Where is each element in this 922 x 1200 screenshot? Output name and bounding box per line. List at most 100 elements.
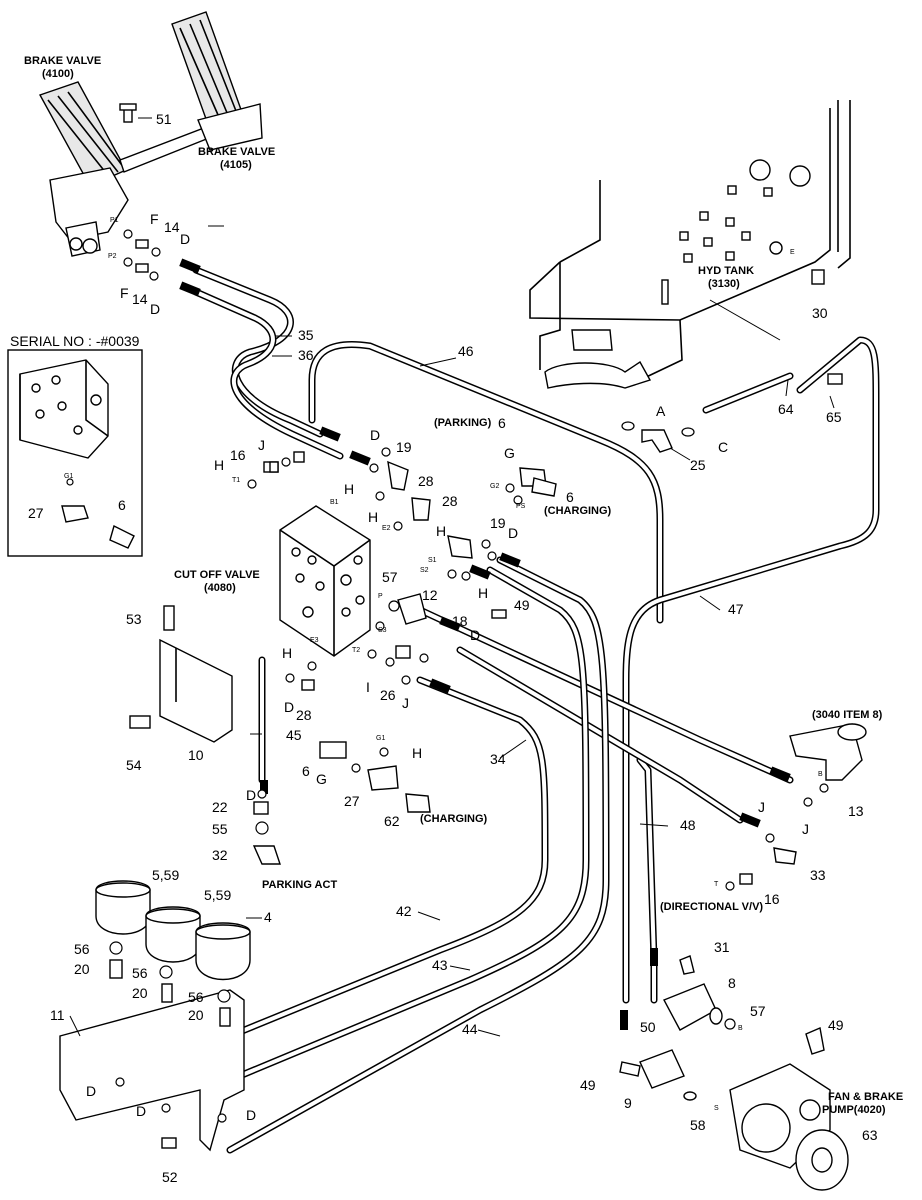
part-63: 63: [862, 1127, 878, 1143]
part-27-b: 27: [344, 793, 360, 809]
letter-j-4: J: [802, 821, 809, 837]
part-56-b: 56: [132, 965, 148, 981]
part-14-a: 14: [164, 219, 180, 235]
letter-g-1: G: [504, 445, 515, 461]
leader-lines: [69, 225, 835, 1037]
letter-h-4: H: [436, 523, 446, 539]
part-8: 8: [728, 975, 736, 991]
part-14-b: 14: [132, 291, 148, 307]
letter-d-1: D: [180, 231, 190, 247]
parking-act-label: PARKING ACT: [262, 879, 337, 891]
letter-h-5: H: [478, 585, 488, 601]
part-11: 11: [50, 1007, 65, 1023]
part-numbers: 51 14 14 35 36 46 30 64 65 25 6 6 6 6 19…: [28, 111, 878, 1185]
part-57-a: 57: [382, 569, 398, 585]
letter-h-6: H: [282, 645, 292, 661]
letter-f-2: F: [120, 285, 129, 301]
part-51: 51: [156, 111, 172, 127]
pipes: [192, 266, 880, 1154]
port-e3: E3: [310, 637, 319, 644]
port-p2: P2: [108, 253, 117, 260]
letter-c: C: [718, 439, 728, 455]
port-ps: PS: [516, 503, 526, 510]
port-s3: S3: [378, 627, 387, 634]
letter-d-7: D: [246, 787, 256, 803]
diagram-labels: BRAKE VALVE (4100) BRAKE VALVE (4105) SE…: [10, 55, 903, 1116]
hose-crimps: [179, 258, 791, 1030]
letter-d-10: D: [246, 1107, 256, 1123]
part-50: 50: [640, 1019, 656, 1035]
fan-brake-pump-number: PUMP(4020): [822, 1104, 886, 1116]
part-48: 48: [680, 817, 696, 833]
part-55: 55: [212, 821, 228, 837]
part-20-a: 20: [74, 961, 90, 977]
letter-f-1: F: [150, 211, 159, 227]
port-tags: P1 P2 T1 B1 E2 E3 G2 PS S1 S2 S3 P T2 G1…: [64, 217, 823, 1112]
part-6-a: 6: [498, 415, 506, 431]
elbow-3040-item-8: [789, 723, 867, 781]
letter-h-1: H: [214, 457, 224, 473]
port-g1: G1: [376, 735, 385, 742]
part-5-59-b: 5,59: [204, 887, 231, 903]
part-12: 12: [422, 587, 438, 603]
part-46: 46: [458, 343, 474, 359]
part-31: 31: [714, 939, 730, 955]
part-25: 25: [690, 457, 706, 473]
brake-valve-4105-label: BRAKE VALVE: [198, 146, 275, 158]
part-9: 9: [624, 1095, 632, 1111]
cut-off-valve-label: CUT OFF VALVE: [174, 569, 260, 581]
letter-i: I: [366, 679, 370, 695]
part-28-a: 28: [418, 473, 434, 489]
port-s1: S1: [428, 557, 437, 564]
serial-no-inset: [7, 349, 143, 557]
hydraulic-tank: [529, 100, 851, 389]
brake-valve-4100-number: (4100): [42, 68, 74, 80]
port-b-pump: B: [738, 1025, 743, 1032]
part-42: 42: [396, 903, 412, 919]
part-28-c: 28: [296, 707, 312, 723]
part-6-b: 6: [566, 489, 574, 505]
port-t1: T1: [232, 477, 240, 484]
letter-h-7: H: [412, 745, 422, 761]
brake-valve-4100-label: BRAKE VALVE: [24, 55, 101, 67]
port-b-elbow: B: [818, 771, 823, 778]
part-57-b: 57: [750, 1003, 766, 1019]
parking-label: (PARKING): [434, 417, 492, 429]
port-s2: S2: [420, 567, 429, 574]
port-e2: E2: [382, 525, 391, 532]
cut-off-valve-number: (4080): [204, 582, 236, 594]
hyd-tank-label: HYD TANK: [698, 265, 754, 277]
letter-d-6: D: [284, 699, 294, 715]
part-28-b: 28: [442, 493, 458, 509]
port-e: E: [790, 249, 795, 256]
letter-h-2: H: [344, 481, 354, 497]
part-47: 47: [728, 601, 744, 617]
fan-brake-pump-label: FAN & BRAKE: [828, 1091, 903, 1103]
accumulators: [95, 880, 251, 981]
letter-h-3: H: [368, 509, 378, 525]
letter-a: A: [656, 403, 666, 419]
port-p1: P1: [110, 217, 119, 224]
letter-d-8: D: [86, 1083, 96, 1099]
part-49-b: 49: [828, 1017, 844, 1033]
item-3040-label: (3040 ITEM 8): [812, 709, 883, 721]
part-33: 33: [810, 867, 826, 883]
part-62: 62: [384, 813, 400, 829]
part-45: 45: [286, 727, 302, 743]
port-b1: B1: [330, 499, 339, 506]
part-44: 44: [462, 1021, 478, 1037]
directional-vv-label: (DIRECTIONAL V/V): [660, 901, 763, 913]
letter-j-2: J: [402, 695, 409, 711]
part-27-a: 27: [28, 505, 44, 521]
part-49-c: 49: [580, 1077, 596, 1093]
port-t: T: [714, 881, 719, 888]
part-26: 26: [380, 687, 396, 703]
letter-j-1: J: [258, 437, 265, 453]
letter-d-4: D: [508, 525, 518, 541]
part-19-a: 19: [396, 439, 412, 455]
charging-label-1: (CHARGING): [544, 505, 612, 517]
part-20-c: 20: [188, 1007, 204, 1023]
part-22: 22: [212, 799, 228, 815]
part-34: 34: [490, 751, 506, 767]
part-4: 4: [264, 909, 272, 925]
